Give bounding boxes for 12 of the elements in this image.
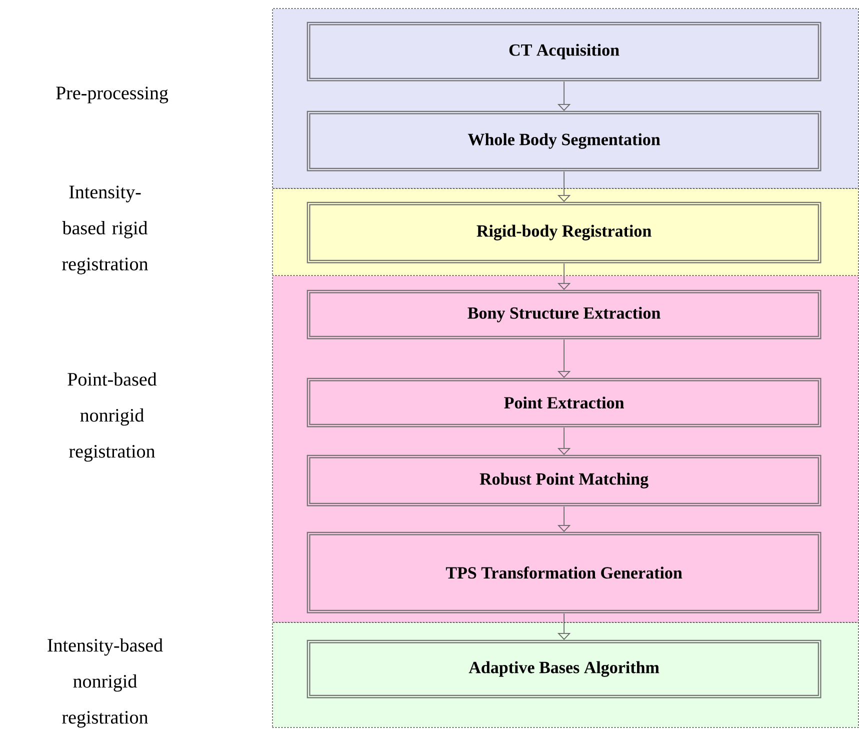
stage-label: Point-based nonrigid registration [68,372,157,462]
process-box: Adaptive Bases Algorithm [306,640,822,698]
stage-label: Intensity-based nonrigid registration [48,638,163,728]
stage-label: Intensity-based rigid registration [62,186,148,274]
stage-label: Pre-processing [56,86,168,104]
process-box: Bony Structure Extraction [306,290,822,340]
process-box: TPS Transformation Generation [306,532,822,614]
process-box: CT Acquisition [306,22,822,82]
process-box: Point Extraction [306,378,822,428]
process-box: Rigid-body Registration [306,202,822,264]
process-box: Whole Body Segmentation [306,110,822,172]
process-box: Robust Point Matching [306,454,822,506]
